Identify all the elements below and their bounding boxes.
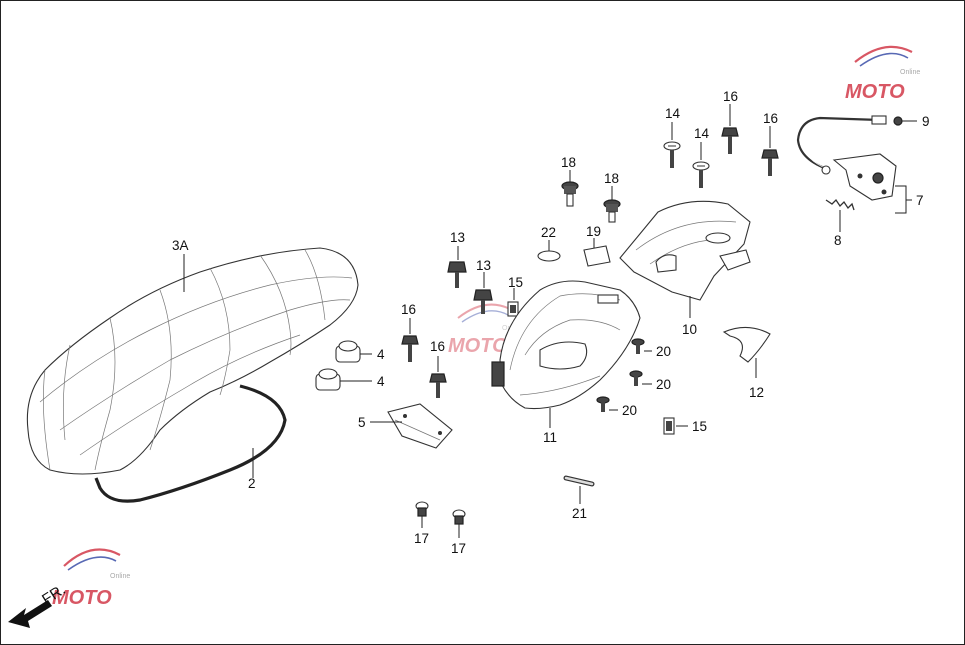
- callout-pin: 21: [572, 506, 587, 521]
- callout-helmet-box: 11: [543, 430, 557, 445]
- callout-bumper-lower: 4: [377, 374, 385, 389]
- bumper-upper-part[interactable]: [335, 340, 361, 363]
- callout-tray: 10: [682, 322, 697, 337]
- watermark-small-top-right: Online: [900, 69, 920, 76]
- bolt-14-left[interactable]: [663, 141, 681, 168]
- screw-20-b[interactable]: [629, 370, 643, 386]
- bolt-16-right[interactable]: [761, 149, 779, 176]
- bolt-18-right[interactable]: [603, 199, 621, 223]
- callout-plate: 5: [358, 415, 366, 430]
- watermark-text-center: MOTO: [448, 335, 508, 357]
- pad-19-part[interactable]: [583, 245, 611, 267]
- bumper-lower-part[interactable]: [315, 368, 341, 391]
- pin-21-part[interactable]: [563, 475, 595, 487]
- callout-nut-17-right: 17: [451, 541, 466, 556]
- watermark-small-bottom-left: Online: [110, 573, 130, 580]
- watermark-bottom-left: MOTO Online: [52, 548, 130, 609]
- callout-bolt-13-lower: 13: [476, 258, 491, 273]
- bolt-13-lower[interactable]: [473, 289, 493, 314]
- watermark-text-top-right: MOTO: [845, 81, 905, 103]
- callout-bolt-18-right: 18: [604, 171, 619, 186]
- callout-cap-22: 22: [541, 225, 556, 240]
- callout-bolt-14-right: 14: [694, 126, 710, 141]
- screw-20-c[interactable]: [596, 396, 610, 412]
- callout-screw-20-c: 20: [622, 403, 637, 418]
- clip-15-center[interactable]: [507, 301, 519, 317]
- callout-nut-17-left: 17: [414, 531, 429, 546]
- nut-17-right[interactable]: [452, 509, 466, 525]
- callout-clip-15-right: 15: [692, 419, 707, 434]
- cap-22-part[interactable]: [537, 250, 561, 262]
- callout-seat-gasket: 2: [248, 476, 256, 491]
- seat-part[interactable]: [26, 247, 359, 475]
- callout-cover: 12: [749, 385, 764, 400]
- bolt-14-right[interactable]: [692, 161, 710, 188]
- lock-assy-part[interactable]: [832, 153, 897, 201]
- callout-pad-19: 19: [586, 224, 601, 239]
- callout-cable: 9: [922, 114, 930, 129]
- callout-bolt-13-upper: 13: [450, 230, 465, 245]
- callout-seat: 3A: [172, 238, 189, 253]
- screw-20-a[interactable]: [631, 338, 645, 354]
- bolt-16-left-upper[interactable]: [401, 335, 419, 362]
- callout-clip-15-center: 15: [508, 275, 523, 290]
- callout-bolt-18-left: 18: [561, 155, 576, 170]
- clip-15-right[interactable]: [663, 417, 675, 435]
- bolt-13-upper[interactable]: [447, 261, 467, 288]
- callout-screw-20-b: 20: [656, 377, 671, 392]
- callout-bolt-16-right: 16: [763, 111, 778, 126]
- bolt-18-left[interactable]: [561, 181, 579, 207]
- callout-bolt-16-left-lower: 16: [430, 339, 445, 354]
- seat-gasket-part[interactable]: [94, 384, 287, 503]
- callout-bolt-14-left: 14: [665, 106, 681, 121]
- watermark-text-bottom-left: MOTO: [52, 587, 112, 609]
- cover-12-part[interactable]: [722, 326, 771, 363]
- callout-screw-20-a: 20: [656, 344, 671, 359]
- bolt-16-left-lower[interactable]: [429, 373, 447, 398]
- cable-9-part[interactable]: [796, 115, 903, 175]
- callout-bumper-upper: 4: [377, 347, 385, 362]
- callout-bolt-16-top: 16: [723, 89, 738, 104]
- leader-lock-assy: [895, 185, 907, 214]
- nut-17-left[interactable]: [415, 501, 429, 517]
- spring-8-part[interactable]: [825, 198, 855, 211]
- helmet-box-part[interactable]: [491, 280, 641, 410]
- callout-bolt-16-left-upper: 16: [401, 302, 416, 317]
- callout-lock-assy: 7: [916, 193, 924, 208]
- bolt-16-top[interactable]: [721, 127, 739, 154]
- plate-part[interactable]: [387, 403, 453, 449]
- tray-part[interactable]: [619, 200, 751, 301]
- watermark-top-right: MOTO Online: [845, 45, 920, 103]
- callout-spring: 8: [834, 233, 842, 248]
